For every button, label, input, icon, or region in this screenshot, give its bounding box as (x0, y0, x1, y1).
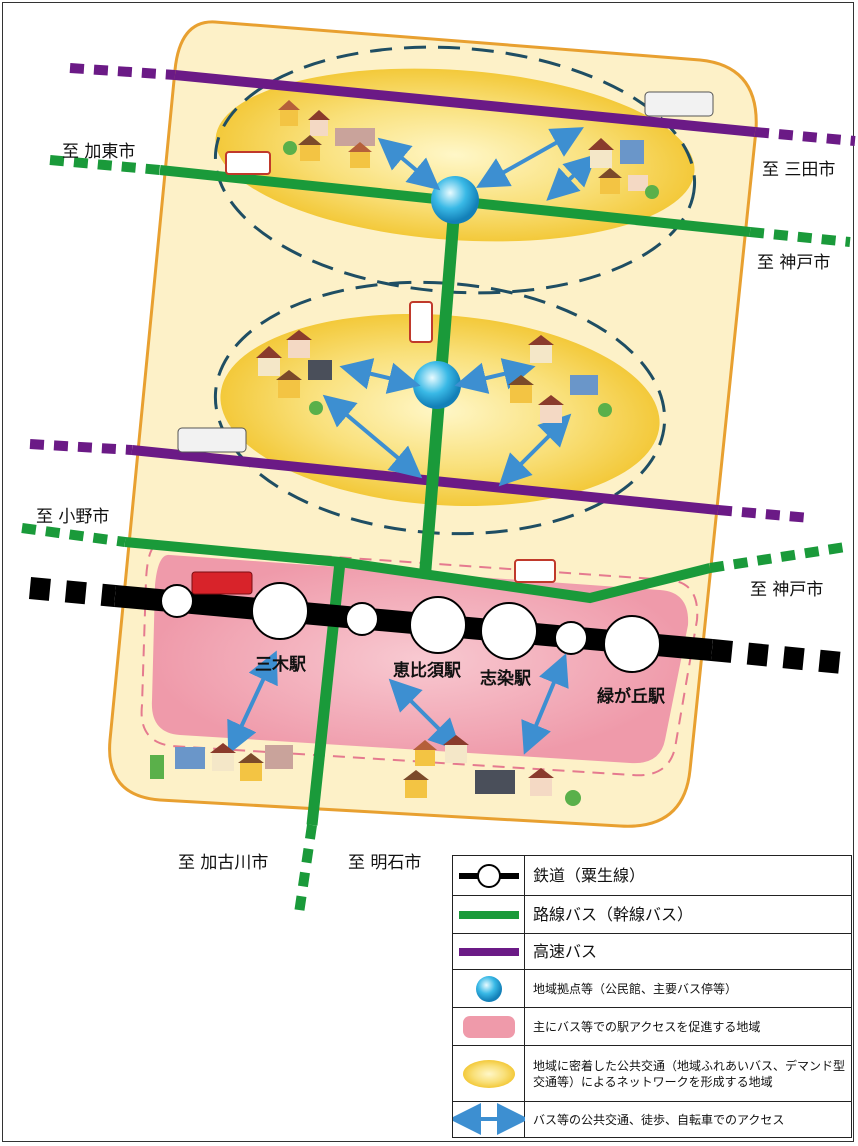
station-area-legend-symbol (453, 1008, 525, 1045)
express-bus-icon (644, 91, 714, 117)
legend-label: 高速バス (533, 941, 598, 961)
station-minor (554, 621, 588, 655)
hub-legend-symbol (453, 970, 525, 1007)
local-hub-central (413, 361, 461, 409)
destination-kobe-south: 至 神戸市 (750, 580, 824, 600)
town-cluster (150, 100, 659, 806)
station-minor (160, 584, 194, 618)
legend-row-local-hub: 地域拠点等（公民館、主要バス停等） (453, 970, 851, 1008)
legend-label: 地域拠点等（公民館、主要バス停等） (533, 981, 738, 996)
destination-kato: 至 加東市 (62, 142, 136, 162)
railway-legend-symbol (453, 856, 525, 895)
station-label-midorigaoka: 緑が丘駅 (597, 687, 665, 707)
arrow-legend-symbol (449, 1102, 529, 1137)
station-label-miki: 三木駅 (255, 655, 306, 675)
legend-row-station-access-area: 主にバス等での駅アクセスを促進する地域 (453, 1008, 851, 1046)
route-bus-legend-symbol (453, 896, 525, 933)
legend-label: 鉄道（粟生線） (533, 865, 646, 885)
express-bus-legend-symbol (453, 934, 525, 969)
legend-row-railway: 鉄道（粟生線） (453, 856, 851, 896)
station-circles (160, 582, 661, 673)
local-hubs (413, 176, 479, 409)
station-label-shijimi: 志染駅 (480, 669, 531, 689)
legend-label: バス等の公共交通、徒歩、自転車でのアクセス (533, 1112, 785, 1127)
station-minor (345, 602, 379, 636)
community-area-legend-symbol (453, 1046, 525, 1101)
legend-row-route-bus: 路線バス（幹線バス） (453, 896, 851, 934)
destination-ono: 至 小野市 (36, 507, 110, 527)
station-label-ebisu: 恵比須駅 (393, 661, 461, 681)
train-icon (191, 571, 253, 595)
legend-row-access-arrow: バス等の公共交通、徒歩、自転車でのアクセス (449, 1102, 851, 1137)
express-bus-line-south (29, 439, 811, 523)
local-hub-north (431, 176, 479, 224)
station-shijimi (480, 602, 538, 660)
station-ebisu (409, 596, 467, 654)
access-arrows (227, 127, 597, 755)
destination-kobe-north: 至 神戸市 (757, 253, 831, 273)
route-bus-icon (225, 151, 271, 175)
destination-kakogawa: 至 加古川市 (178, 853, 269, 873)
station-miki (251, 582, 309, 640)
legend-label: 主にバス等での駅アクセスを促進する地域 (533, 1019, 761, 1034)
route-bus-icon (514, 559, 556, 583)
destination-akashi: 至 明石市 (348, 853, 422, 873)
legend-label: 地域に密着した公共交通（地域ふれあいバス、デマンド型交通等）によるネットワークを… (533, 1058, 846, 1089)
map-legend: 鉄道（粟生線） 路線バス（幹線バス） 高速バス 地域拠点等（公民館、主要バス停等… (449, 855, 852, 1138)
express-bus-line-north (69, 63, 856, 146)
station-midorigaoka (603, 615, 661, 673)
route-bus-icon (409, 301, 433, 343)
legend-row-community-area: 地域に密着した公共交通（地域ふれあいバス、デマンド型交通等）によるネットワークを… (453, 1046, 851, 1102)
express-bus-icon (177, 427, 247, 453)
legend-label: 路線バス（幹線バス） (533, 904, 694, 924)
vehicles (177, 91, 714, 595)
legend-row-express-bus: 高速バス (453, 934, 851, 970)
destination-sanda: 至 三田市 (762, 160, 836, 180)
